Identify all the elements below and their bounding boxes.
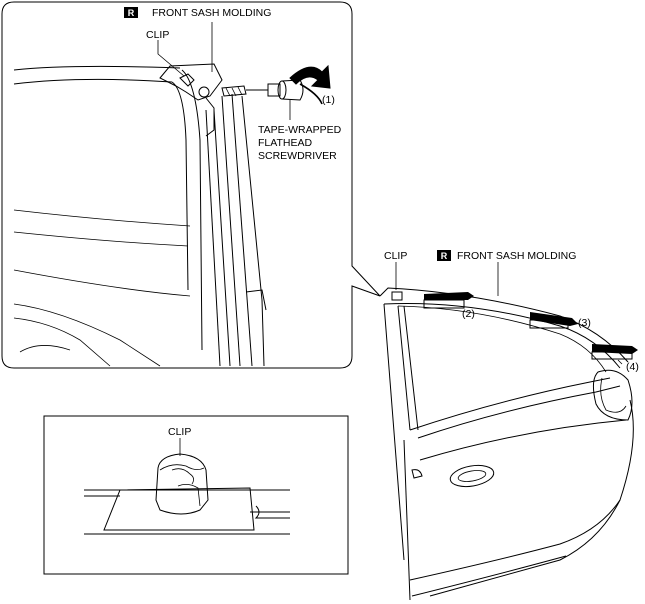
clip-rail-slot: [254, 505, 290, 519]
sash-molding-top: [159, 63, 223, 101]
label-step-2: (2): [462, 308, 475, 320]
inset-frame: [1, 1, 381, 369]
side-mirror: [592, 369, 633, 421]
r-badge-right: [437, 250, 451, 261]
label-step-4: (4): [626, 361, 639, 373]
door-line-5: [13, 317, 111, 367]
label-front-sash-molding-right: FRONT SASH MOLDING: [457, 250, 576, 262]
door-handle-cap: [411, 469, 423, 479]
door-sash-inner: [383, 302, 621, 369]
r-badge-right-text: R: [441, 251, 448, 261]
door-handle-inner: [457, 470, 487, 482]
door-pillar-back-2: [403, 305, 419, 431]
door-beltline: [409, 377, 611, 431]
detail-inset-panel: [1, 1, 381, 369]
label-step-3: (3): [578, 317, 591, 329]
front-door-illustration: [379, 262, 638, 601]
label-clip-right: CLIP: [384, 250, 407, 262]
sash-channel-bracket: [245, 289, 267, 311]
door-panel-rear-edge: [403, 439, 411, 601]
r-badge-top-text: R: [128, 8, 135, 18]
sash-channel-line-5: [241, 95, 265, 367]
molding-piece-4: [591, 351, 633, 360]
sash-channel-line-3: [221, 95, 241, 367]
molding-arrow-3: [530, 312, 578, 326]
label-screwdriver-1: TAPE-WRAPPED: [258, 124, 342, 136]
label-screwdriver-3: SCREWDRIVER: [258, 150, 337, 162]
side-mirror-inner: [600, 377, 627, 413]
clip-shape: [179, 73, 195, 87]
clip-detail-frame: [43, 415, 349, 575]
rotation-arrow: [289, 64, 331, 89]
window-frame-arc: [171, 81, 189, 291]
door-line-3: [13, 269, 191, 297]
clip-top-lip: [171, 468, 194, 485]
clip-shadow: [177, 484, 201, 507]
clip-detail-panel: [43, 415, 349, 575]
label-screwdriver-2: FLATHEAD: [258, 137, 312, 149]
door-sash-outer: [379, 287, 629, 363]
door-beltline-2: [417, 385, 621, 439]
sash-molding-top-2: [205, 97, 215, 137]
label-clip-top: CLIP: [146, 29, 169, 41]
clip-base-plate: [103, 487, 255, 531]
door-lower-crease-2: [411, 555, 567, 597]
door-pillar-back: [397, 305, 411, 431]
label-step-1: (1): [322, 94, 335, 106]
r-badge-top: [124, 7, 138, 18]
leader-clip-top: [157, 40, 185, 77]
door-handle: [449, 464, 495, 488]
sash-channel-line-2: [213, 109, 231, 367]
door-body-crease: [419, 419, 627, 461]
door-line-2: [13, 231, 189, 247]
molding-arrow-2: [424, 292, 474, 300]
rotation-arrow-tail: [299, 83, 323, 105]
clip-top-face: [159, 464, 205, 471]
label-front-sash-molding-top: FRONT SASH MOLDING: [152, 7, 271, 19]
door-panel-front-edge: [429, 399, 634, 597]
leader-step-4: [617, 359, 623, 365]
sash-channel-line-4: [231, 93, 253, 367]
window-frame-arc-2: [181, 69, 203, 351]
molding-piece-2: [423, 299, 465, 309]
screwdriver-tool: [221, 79, 304, 101]
label-clip-bottom: CLIP: [168, 426, 191, 438]
clip-hole: [198, 86, 210, 98]
door-clip: [391, 291, 403, 301]
door-pillar-front: [383, 303, 405, 561]
clip-body: [155, 453, 209, 515]
window-frame-outer: [13, 65, 181, 71]
molding-piece-3: [529, 319, 569, 329]
window-frame-inner: [13, 78, 173, 85]
door-lower-crease: [409, 499, 621, 581]
door-line-4: [13, 303, 161, 367]
door-line-6: [19, 345, 71, 353]
door-sash-inner-2: [397, 305, 607, 373]
door-line-1: [13, 209, 191, 227]
sash-channel-line-1: [205, 109, 221, 367]
